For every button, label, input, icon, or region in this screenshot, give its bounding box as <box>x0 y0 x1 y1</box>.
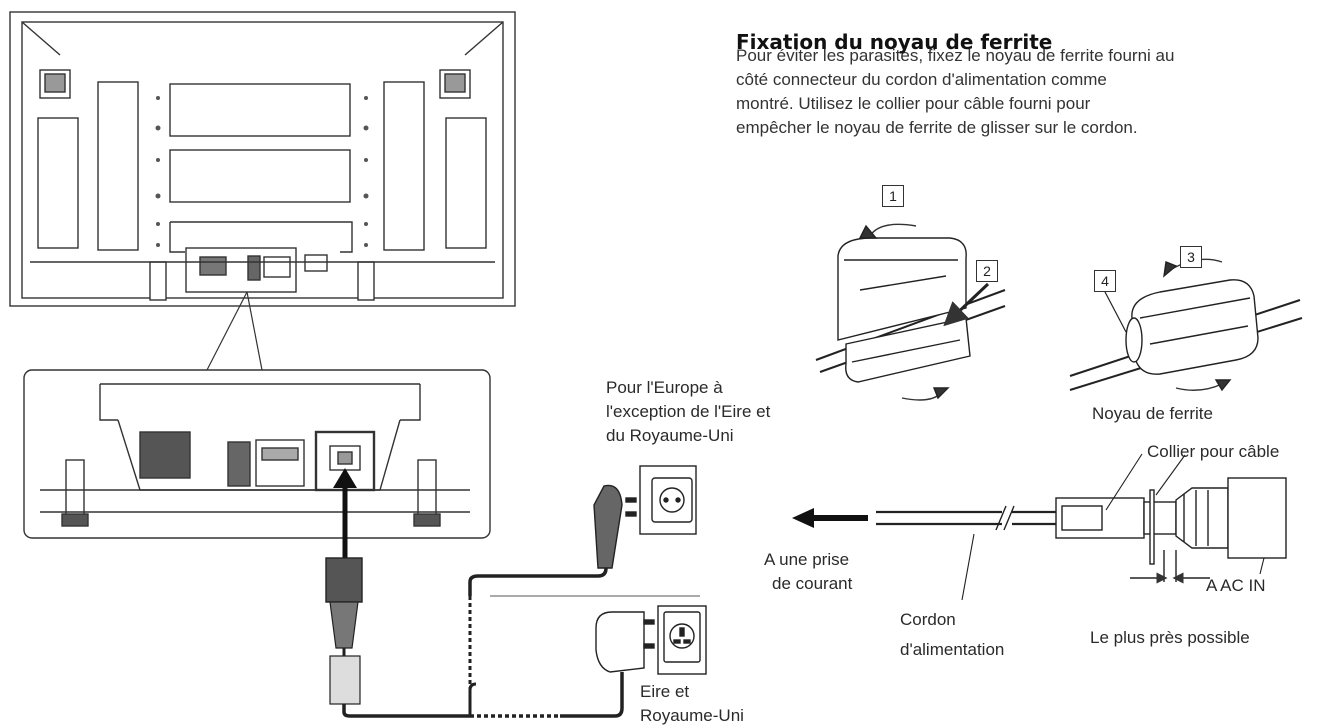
cable-tie-label: Collier pour câble <box>1147 442 1280 461</box>
display-rear-view <box>9 11 516 307</box>
section-description: Pour éviter les parasites, fixez le noya… <box>736 44 1316 140</box>
step-3-label: 3 <box>1180 246 1202 268</box>
step-2-label: 2 <box>976 260 998 282</box>
uk-plug-label: Eire et Royaume-Uni <box>640 682 744 725</box>
plug-insert-arrow <box>333 468 357 560</box>
ferrite-closed-illustration <box>1069 258 1303 392</box>
zoom-lines <box>206 291 263 371</box>
closest-possible-label: Le plus près possible <box>1090 628 1250 647</box>
to-outlet-label: A une prise de courant <box>764 550 853 593</box>
power-cord-label: Cordon d'alimentation <box>900 610 1005 659</box>
ac-in-label: A AC IN <box>1206 576 1266 595</box>
to-outlet-arrow <box>792 508 868 528</box>
description-line: Pour éviter les parasites, fixez le noya… <box>736 46 1175 65</box>
ferrite-core-label: Noyau de ferrite <box>1092 404 1213 423</box>
section-title: Fixation du noyau de ferrite <box>736 30 1053 54</box>
step-4-label: 4 <box>1094 270 1116 292</box>
step-1-label: 1 <box>882 185 904 207</box>
ferrite-open-illustration <box>815 223 1006 401</box>
cord-assembly <box>876 453 1287 601</box>
power-cord-main <box>325 557 700 718</box>
europe-plug <box>593 465 697 569</box>
europe-plug-label: Pour l'Europe à l'exception de l'Eire et… <box>606 378 771 445</box>
description-line: côté connecteur du cordon d'alimentation… <box>736 70 1107 89</box>
description-line: montré. Utilisez le collier pour câble f… <box>736 94 1091 113</box>
terminal-closeup <box>23 369 491 539</box>
description-line: empêcher le noyau de ferrite de glisser … <box>736 118 1138 137</box>
uk-plug <box>595 605 707 675</box>
